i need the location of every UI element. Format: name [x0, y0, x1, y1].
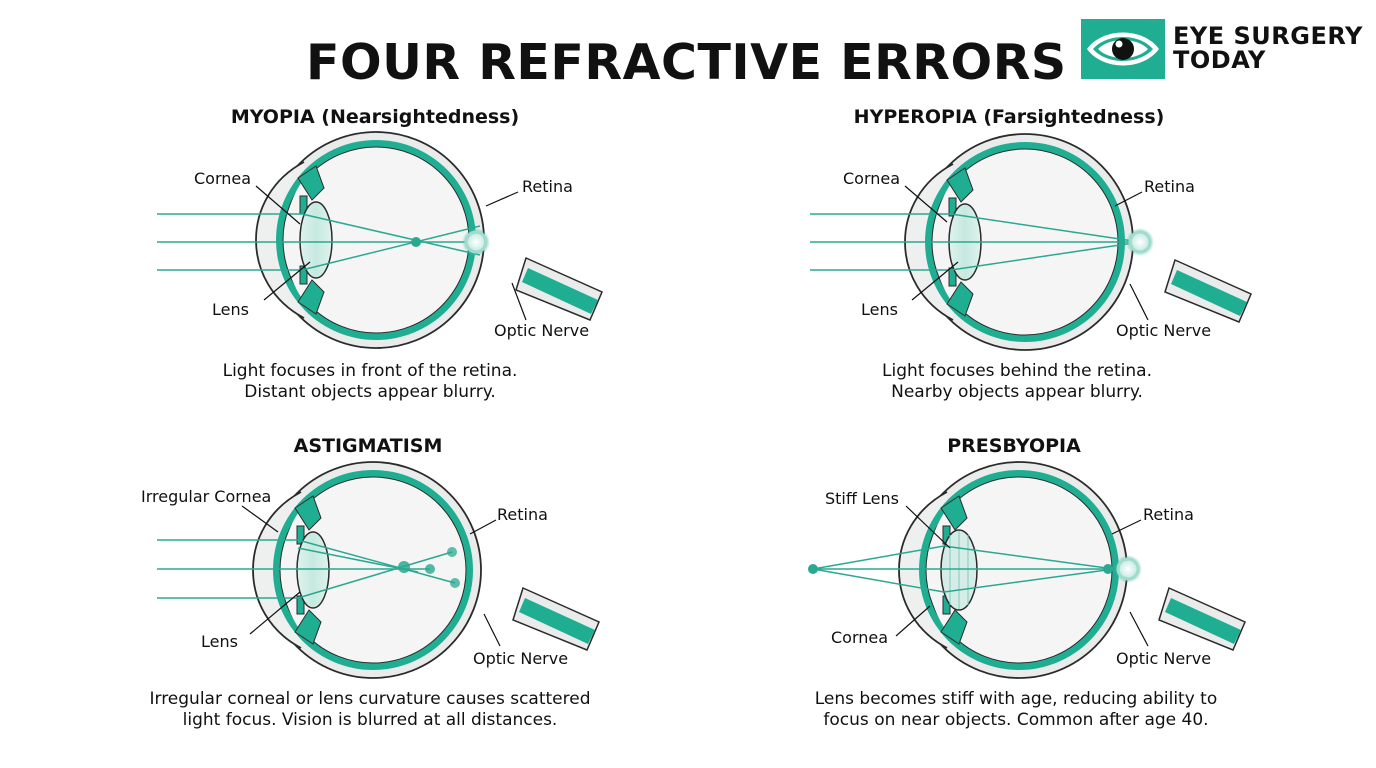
presbyopia-caption-line2: focus on near objects. Common after age …	[823, 710, 1209, 730]
brand-logo	[1081, 19, 1165, 79]
hyperopia-retina-label: Retina	[1144, 177, 1195, 196]
hyperopia-optic-nerve-label: Optic Nerve	[1116, 321, 1211, 340]
myopia-title: MYOPIA (Nearsightedness)	[230, 106, 520, 128]
presbyopia-caption-line1: Lens becomes stiff with age, reducing ab…	[814, 689, 1218, 709]
astigmatism-eye: Irregular Cornea Retina Lens Optic Nerve	[141, 461, 600, 679]
astigmatism-caption: Irregular corneal or lens curvature caus…	[110, 689, 630, 731]
presbyopia-optic-nerve-label: Optic Nerve	[1116, 649, 1211, 668]
hyperopia-cornea-label: Cornea	[843, 169, 900, 188]
myopia-optic-nerve-label: Optic Nerve	[494, 321, 589, 340]
astigmatism-title: ASTIGMATISM	[293, 435, 443, 457]
presbyopia-stiff-lens-label: Stiff Lens	[825, 489, 899, 508]
myopia-caption-line1: Light focuses in front of the retina.	[222, 361, 518, 381]
myopia-cornea-label: Cornea	[194, 169, 251, 188]
astigmatism-lens-label: Lens	[201, 632, 238, 651]
presbyopia-eye: Stiff Lens Retina Cornea Optic Nerve	[808, 461, 1246, 679]
presbyopia-title: PRESBYOPIA	[947, 435, 1081, 457]
myopia-caption: Light focuses in front of the retina. Di…	[110, 361, 630, 403]
myopia-caption-line2: Distant objects appear blurry.	[244, 382, 496, 402]
hyperopia-title: HYPEROPIA (Farsightedness)	[853, 106, 1165, 128]
presbyopia-cornea-label: Cornea	[831, 628, 888, 647]
hyperopia-caption: Light focuses behind the retina. Nearby …	[757, 361, 1277, 403]
brand-name-line2: TODAY	[1173, 46, 1266, 74]
hyperopia-eye: Cornea Retina Lens Optic Nerve	[810, 133, 1252, 351]
brand-name-line1: EYE SURGERY	[1173, 22, 1363, 50]
myopia-eye: Cornea Retina Lens Optic Nerve	[157, 131, 603, 349]
astigmatism-cornea-label: Irregular Cornea	[141, 487, 271, 506]
presbyopia-retina-label: Retina	[1143, 505, 1194, 524]
eye-logo-icon	[1087, 32, 1159, 66]
astigmatism-optic-nerve-label: Optic Nerve	[473, 649, 568, 668]
hyperopia-caption-line2: Nearby objects appear blurry.	[891, 382, 1143, 402]
astigmatism-retina-label: Retina	[497, 505, 548, 524]
presbyopia-caption: Lens becomes stiff with age, reducing ab…	[756, 689, 1276, 731]
page-title: FOUR REFRACTIVE ERRORS	[306, 34, 1067, 91]
astigmatism-caption-line1: Irregular corneal or lens curvature caus…	[149, 689, 591, 709]
myopia-retina-label: Retina	[522, 177, 573, 196]
hyperopia-lens-label: Lens	[861, 300, 898, 319]
astigmatism-caption-line2: light focus. Vision is blurred at all di…	[182, 710, 558, 730]
hyperopia-caption-line1: Light focuses behind the retina.	[882, 361, 1152, 381]
myopia-lens-label: Lens	[212, 300, 249, 319]
